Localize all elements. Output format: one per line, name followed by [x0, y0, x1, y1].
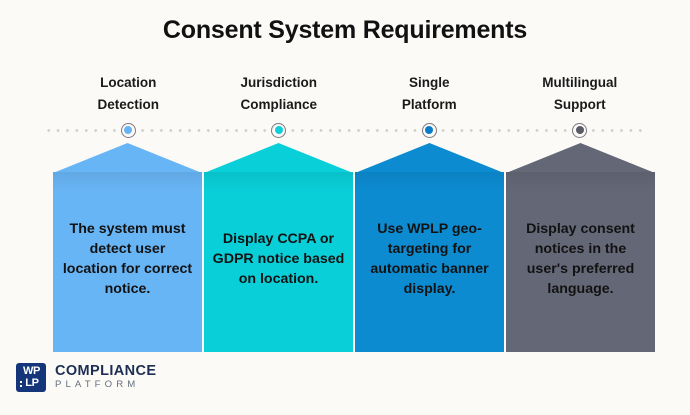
logo-colon-icon	[20, 384, 23, 387]
panel-text: The system must detect user location for…	[62, 220, 193, 298]
requirement-panel-location-detection: The system must detect user location for…	[53, 143, 202, 352]
panel-body: Display CCPA or GDPR notice based on loc…	[204, 172, 353, 352]
panel-body: Display consent notices in the user's pr…	[506, 172, 655, 352]
logo-mark-line1: WP	[22, 365, 41, 378]
column-header-location-detection: Location Detection	[53, 72, 204, 116]
logo-word-compliance: COMPLIANCE	[55, 362, 157, 379]
marker-dot-icon	[274, 126, 283, 134]
column-header-line1: Single	[408, 75, 450, 90]
marker-ring-icon	[271, 122, 287, 138]
requirement-panels: The system must detect user location for…	[53, 143, 655, 352]
marker-ring-icon	[421, 122, 437, 138]
requirement-panel-single-platform: Use WPLP geo-targeting for automatic ban…	[355, 143, 504, 352]
panel-body: Use WPLP geo-targeting for automatic ban…	[355, 172, 504, 352]
logo-mark-line2: LP	[25, 376, 39, 389]
panel-peak-icon	[53, 143, 202, 173]
marker-ring-icon	[572, 122, 588, 138]
timeline-marker-location-detection	[53, 120, 204, 140]
logo-mark-icon: WP LP	[16, 363, 46, 392]
panel-peak-icon	[355, 143, 504, 173]
column-header-line2: Support	[553, 96, 606, 112]
panel-body: The system must detect user location for…	[53, 172, 202, 352]
panel-text: Use WPLP geo-targeting for automatic ban…	[370, 220, 489, 298]
column-header-line2: Platform	[401, 96, 457, 112]
panel-peak-icon	[506, 143, 655, 173]
column-header-jurisdiction-compliance: Jurisdiction Compliance	[204, 72, 355, 116]
column-headers: Location Detection Jurisdiction Complian…	[53, 72, 655, 116]
requirement-panel-multilingual-support: Display consent notices in the user's pr…	[506, 143, 655, 352]
timeline-marker-single-platform	[354, 120, 505, 140]
requirement-panel-jurisdiction-compliance: Display CCPA or GDPR notice based on loc…	[204, 143, 353, 352]
marker-dot-icon	[575, 126, 584, 134]
brand-logo: WP LP COMPLIANCE PLATFORM	[16, 363, 156, 392]
panel-text: Display CCPA or GDPR notice based on loc…	[212, 230, 345, 288]
column-header-line1: Jurisdiction	[240, 75, 317, 90]
marker-ring-icon	[120, 122, 136, 138]
page-title: Consent System Requirements	[162, 16, 528, 44]
logo-word-platform: PLATFORM	[55, 379, 140, 391]
timeline-marker-jurisdiction-compliance	[204, 120, 355, 140]
panel-text: Display consent notices in the user's pr…	[526, 220, 635, 298]
dotted-timeline-divider	[44, 129, 648, 132]
column-header-line1: Multilingual	[542, 75, 618, 90]
column-header-line2: Detection	[97, 96, 159, 112]
logo-wordmark: COMPLIANCE PLATFORM	[55, 362, 157, 391]
marker-dot-icon	[425, 126, 434, 134]
column-header-line2: Compliance	[240, 96, 318, 112]
timeline-markers	[53, 120, 655, 140]
timeline-marker-multilingual-support	[505, 120, 656, 140]
panel-peak-icon	[204, 143, 353, 173]
column-header-line1: Location	[100, 75, 157, 90]
column-header-single-platform: Single Platform	[354, 72, 505, 116]
marker-dot-icon	[124, 126, 133, 134]
column-header-multilingual-support: Multilingual Support	[505, 72, 656, 116]
